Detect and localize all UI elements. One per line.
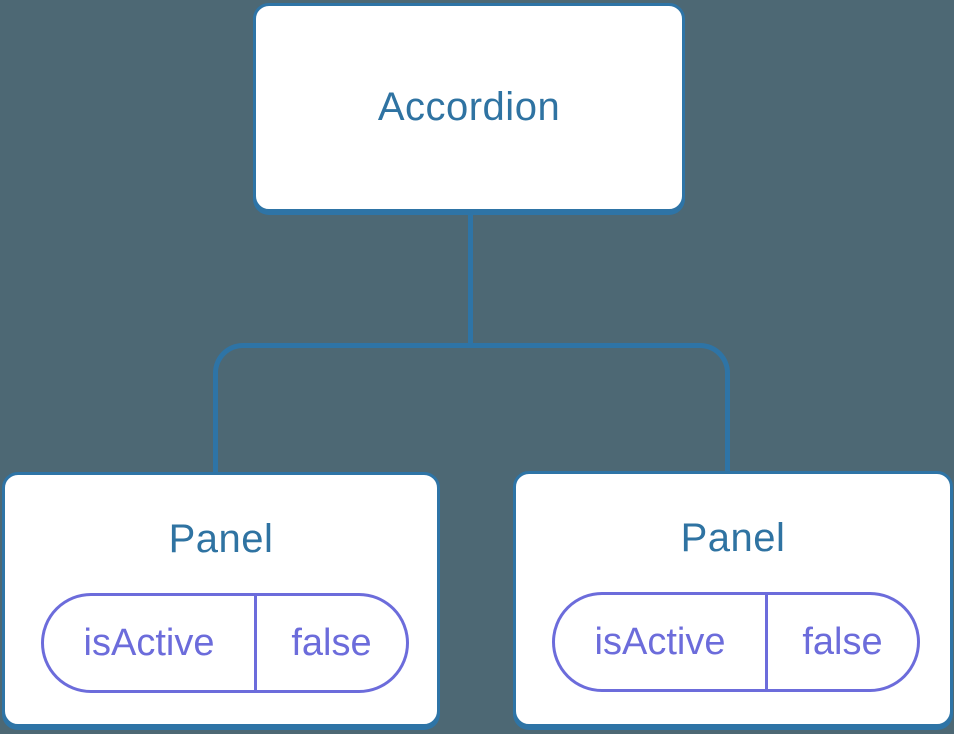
state-value-cell: false	[257, 596, 406, 690]
accordion-node-label: Accordion	[377, 85, 561, 129]
state-value-cell: false	[768, 595, 917, 689]
state-pill: isActive false	[552, 592, 920, 692]
connector-bracket	[213, 343, 730, 472]
panel-node-right: Panel isActive false	[513, 471, 953, 727]
state-value-label: false	[802, 620, 883, 663]
connector-stem	[468, 210, 473, 346]
accordion-node: Accordion	[253, 3, 685, 212]
state-value-label: false	[291, 621, 372, 664]
panel-node-label: Panel	[680, 516, 786, 560]
panel-node-label: Panel	[168, 517, 274, 561]
state-key-cell: isActive	[44, 596, 257, 690]
panel-node-left: Panel isActive false	[2, 472, 440, 727]
state-pill: isActive false	[41, 593, 409, 693]
state-key-label: isActive	[594, 620, 726, 663]
state-key-cell: isActive	[555, 595, 768, 689]
state-key-label: isActive	[83, 621, 215, 664]
